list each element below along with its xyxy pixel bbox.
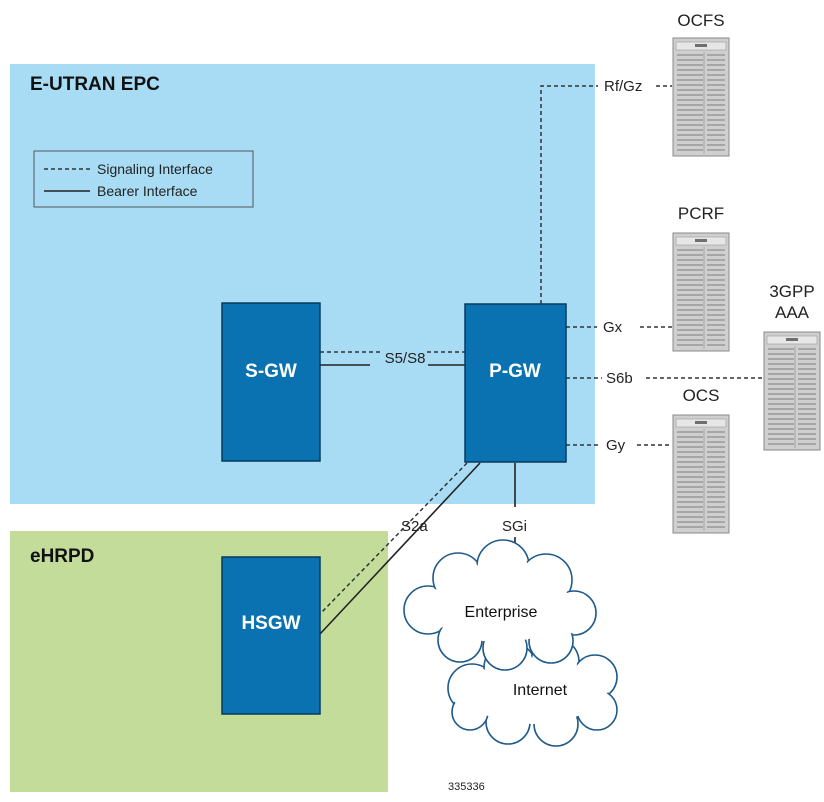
ehrpd-region-title: eHRPD bbox=[30, 546, 94, 567]
aaa-label-line1: 3GPP bbox=[769, 282, 814, 301]
pgw-label: P-GW bbox=[489, 361, 541, 382]
sgi-label: SGi bbox=[502, 518, 527, 535]
pgw-node bbox=[464, 303, 567, 463]
gy-label: Gy bbox=[606, 437, 626, 454]
s2a-label: S2a bbox=[401, 518, 428, 535]
internet-label: Internet bbox=[513, 682, 568, 699]
pcrf-server-icon bbox=[672, 232, 730, 352]
ocs-server-icon bbox=[672, 414, 730, 534]
s5s8-label: S5/S8 bbox=[385, 350, 426, 367]
hsgw-node bbox=[221, 556, 321, 715]
enterprise-label: Enterprise bbox=[465, 604, 538, 621]
gx-label: Gx bbox=[603, 319, 623, 336]
hsgw-label: HSGW bbox=[241, 613, 300, 634]
aaa-server-icon bbox=[763, 331, 821, 451]
internet-cloud-icon bbox=[447, 637, 618, 747]
figure-id: 335336 bbox=[448, 781, 485, 793]
ehrpd-region bbox=[10, 531, 388, 792]
s6b-label: S6b bbox=[606, 370, 633, 387]
legend-bearer-label: Bearer Interface bbox=[97, 183, 198, 199]
sgw-node bbox=[221, 302, 321, 462]
ocs-label: OCS bbox=[683, 386, 720, 405]
enterprise-cloud-icon bbox=[403, 539, 597, 671]
epc-region-title: E-UTRAN EPC bbox=[30, 74, 160, 95]
legend-signaling-label: Signaling Interface bbox=[97, 161, 213, 177]
sgw-label: S-GW bbox=[245, 361, 297, 382]
pcrf-label: PCRF bbox=[678, 204, 724, 223]
rfgz-label: Rf/Gz bbox=[604, 78, 642, 95]
aaa-label-line2: AAA bbox=[775, 303, 810, 322]
s2a-bearer-line bbox=[319, 462, 481, 635]
rfgz-signaling-line bbox=[540, 85, 598, 304]
ocfs-label: OCFS bbox=[677, 11, 724, 30]
ocfs-server-icon bbox=[672, 37, 730, 157]
legend: Signaling Interface Bearer Interface bbox=[33, 150, 254, 208]
s2a-signaling-line bbox=[319, 462, 468, 615]
